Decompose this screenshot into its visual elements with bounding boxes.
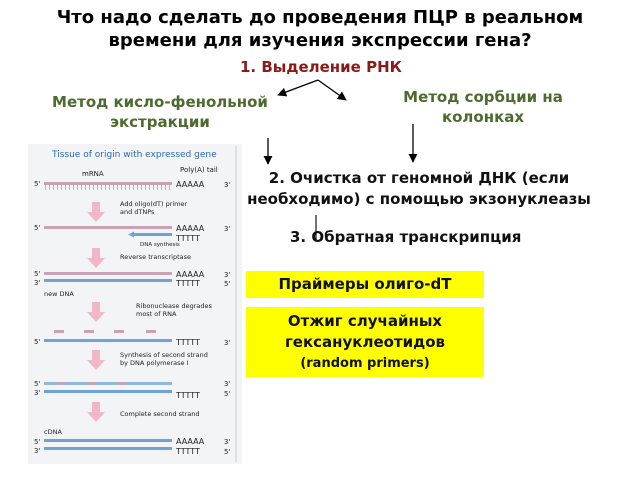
arrow-to-left-method bbox=[277, 79, 319, 97]
oligo-dt-primers-box: Праймеры олиго-dT bbox=[246, 271, 484, 298]
fig-3prime: 3' bbox=[224, 339, 230, 347]
cdna-strand bbox=[44, 439, 172, 442]
mrna-teeth bbox=[44, 185, 172, 190]
fig-oligo-t-5: TTTTT bbox=[175, 391, 200, 400]
slide-title: Что надо сделать до проведения ПЦР в реа… bbox=[56, 7, 584, 51]
fig-3prime: 3' bbox=[224, 225, 230, 233]
fig-complete-second: Complete second strand bbox=[120, 410, 199, 418]
dna-strand bbox=[44, 339, 172, 342]
rna-fragment bbox=[146, 330, 156, 333]
fig-dna-synthesis: DNA synthesis bbox=[140, 242, 180, 248]
fig-ribonuclease: Ribonuclease degrades bbox=[136, 302, 213, 310]
synthesis-arrow bbox=[128, 231, 134, 238]
fig-down-arrow bbox=[87, 402, 105, 422]
fig-3prime: 3' bbox=[224, 438, 230, 446]
mrna-strand bbox=[44, 272, 172, 275]
fig-polya-1: AAAAA bbox=[176, 180, 205, 189]
fig-polya-3: AAAAA bbox=[176, 270, 205, 279]
mrna-strand bbox=[44, 182, 172, 185]
fig-polya-tail: Poly(A) tail bbox=[180, 166, 218, 174]
fig-polya-2: AAAAA bbox=[176, 224, 205, 233]
fig-new-dna: new DNA bbox=[44, 290, 74, 298]
cdna-figure-svg: Tissue of origin with expressed gene Pol… bbox=[28, 144, 242, 464]
rna-fragment bbox=[88, 382, 96, 385]
fig-oligo-t-4: TTTTT bbox=[175, 338, 200, 347]
fig-5prime: 5' bbox=[34, 180, 40, 188]
figure-background bbox=[28, 144, 242, 464]
fig-reverse-transcriptase: Reverse transcriptase bbox=[120, 253, 191, 261]
dna-strand bbox=[44, 390, 172, 393]
fig-3prime: 3' bbox=[34, 389, 40, 397]
random-primers-box: Отжиг случайных гексануклеотидов (random… bbox=[246, 307, 484, 377]
method-column-sorption: Метод сорбции на колонках bbox=[403, 88, 563, 126]
fig-down-arrow bbox=[87, 248, 105, 268]
fig-5prime: 5' bbox=[224, 390, 230, 398]
dna-strand bbox=[132, 233, 172, 236]
step-1-rna-isolation: 1. Выделение РНК bbox=[240, 58, 402, 76]
fig-3prime: 3' bbox=[34, 279, 40, 287]
fig-down-arrow bbox=[87, 302, 105, 322]
fig-down-arrow bbox=[87, 202, 105, 222]
fig-add-oligo: Add oligo(dT) primer bbox=[120, 200, 188, 208]
fig-synthesis-second: Synthesis of second strand bbox=[120, 351, 208, 359]
fig-5prime: 5' bbox=[34, 438, 40, 446]
fig-polya-6: AAAAA bbox=[176, 437, 205, 446]
fig-5prime: 5' bbox=[224, 448, 230, 456]
cdna-synthesis-figure: Tissue of origin with expressed gene Pol… bbox=[28, 144, 242, 464]
rna-fragment bbox=[84, 330, 94, 333]
rna-fragment bbox=[54, 330, 64, 333]
rna-fragment bbox=[114, 330, 124, 333]
fig-oligo-t-6: TTTTT bbox=[175, 447, 200, 456]
fig-mrna-label: mRNA bbox=[82, 170, 104, 178]
fig-oligo-t-2: TTTTT bbox=[175, 234, 200, 243]
fig-3prime: 3' bbox=[224, 380, 230, 388]
fig-3prime: 3' bbox=[224, 181, 230, 189]
fig-and-dtnps: and dTNPs bbox=[120, 208, 155, 216]
rna-fragment bbox=[58, 382, 66, 385]
mrna-strand bbox=[44, 226, 172, 229]
fig-5prime: 5' bbox=[34, 338, 40, 346]
random-primers-small: (random primers) bbox=[300, 356, 430, 371]
fig-5prime: 5' bbox=[34, 224, 40, 232]
fig-5prime: 5' bbox=[224, 280, 230, 288]
random-primers-main: Отжиг случайных гексануклеотидов bbox=[284, 312, 446, 351]
step-2-dna-cleanup: 2. Очистка от геномной ДНК (если необход… bbox=[247, 169, 591, 208]
dna-strand-partial bbox=[44, 382, 172, 385]
fig-most-of-rna: most of RNA bbox=[136, 310, 177, 318]
fig-oligo-t-3: TTTTT bbox=[175, 279, 200, 288]
fig-5prime: 5' bbox=[34, 270, 40, 278]
fig-5prime: 5' bbox=[34, 380, 40, 388]
rna-fragment bbox=[118, 382, 126, 385]
method-acid-phenol: Метод кисло-фенольной экстракции bbox=[52, 93, 268, 131]
dna-strand bbox=[44, 279, 172, 282]
fig-down-arrow bbox=[87, 350, 105, 370]
arrow-to-right-method bbox=[317, 79, 347, 101]
fig-cdna-label: cDNA bbox=[44, 428, 62, 436]
step-3-reverse-transcription: 3. Обратная транскрипция bbox=[290, 228, 522, 246]
fig-by-dna-pol: by DNA polymerase I bbox=[120, 359, 189, 367]
fig-3prime: 3' bbox=[34, 447, 40, 455]
fig-3prime: 3' bbox=[224, 271, 230, 279]
fig-heading: Tissue of origin with expressed gene bbox=[51, 150, 217, 160]
cdna-strand bbox=[44, 447, 172, 450]
